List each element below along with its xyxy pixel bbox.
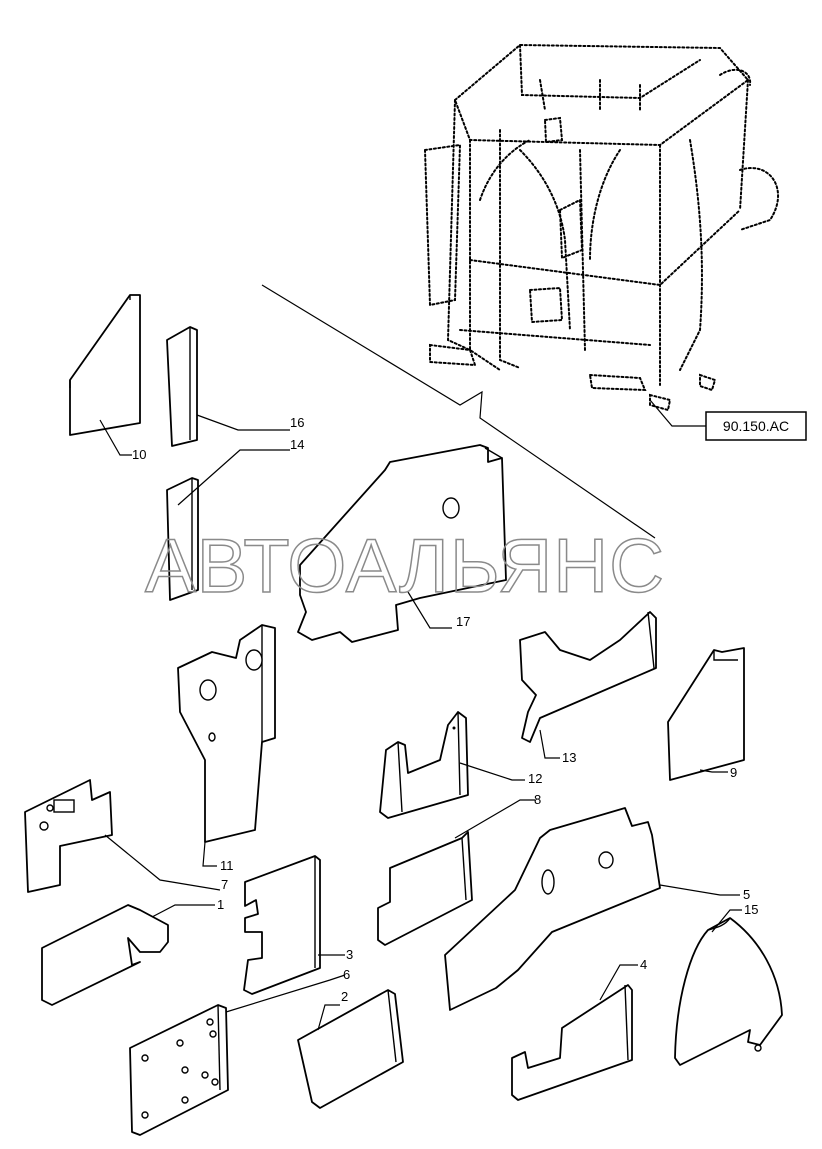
callout-6: 6 (343, 967, 350, 982)
callout-14: 14 (290, 437, 304, 452)
callout-8: 8 (534, 792, 541, 807)
part-13-panel (519, 611, 657, 759)
callout-7: 7 (221, 877, 228, 892)
part-4-panel (511, 964, 638, 1101)
callout-10: 10 (132, 447, 146, 462)
part-3-plate (243, 855, 345, 995)
part-2-pad (297, 989, 404, 1109)
callout-13: 13 (562, 750, 576, 765)
callout-17: 17 (456, 614, 470, 629)
watermark: АВТОАЛЬЯНС (145, 524, 665, 609)
callout-12: 12 (528, 771, 542, 786)
part-10-panel (69, 294, 141, 456)
part-16-strip (166, 326, 290, 447)
callout-5: 5 (743, 887, 750, 902)
callout-9: 9 (730, 765, 737, 780)
part-9-panel (667, 647, 745, 781)
callout-11: 11 (220, 858, 234, 873)
part-6-plate (129, 974, 346, 1136)
part-8-plate (377, 799, 535, 946)
callout-2: 2 (341, 989, 348, 1004)
part-12-bracket (379, 711, 525, 819)
cab-assembly-illustration (423, 43, 780, 412)
callout-1: 1 (217, 897, 224, 912)
reference-label: 90.150.AC (723, 418, 789, 434)
part-17-panel (297, 444, 507, 643)
callout-labels: 10 16 14 17 13 9 12 8 11 7 1 5 15 3 4 6 … (132, 415, 758, 1004)
callout-15: 15 (744, 902, 758, 917)
cab-pointer-line (261, 284, 656, 539)
callout-4: 4 (640, 957, 647, 972)
callout-3: 3 (346, 947, 353, 962)
part-14-strip (166, 449, 290, 601)
reference-box[interactable]: 90.150.AC (649, 399, 807, 441)
part-11-bracket (177, 624, 276, 867)
part-5-panel (444, 807, 740, 1011)
part-1-block (41, 904, 215, 1006)
part-7-plate (24, 779, 221, 893)
callout-16: 16 (290, 415, 304, 430)
part-15-cover (674, 909, 783, 1066)
